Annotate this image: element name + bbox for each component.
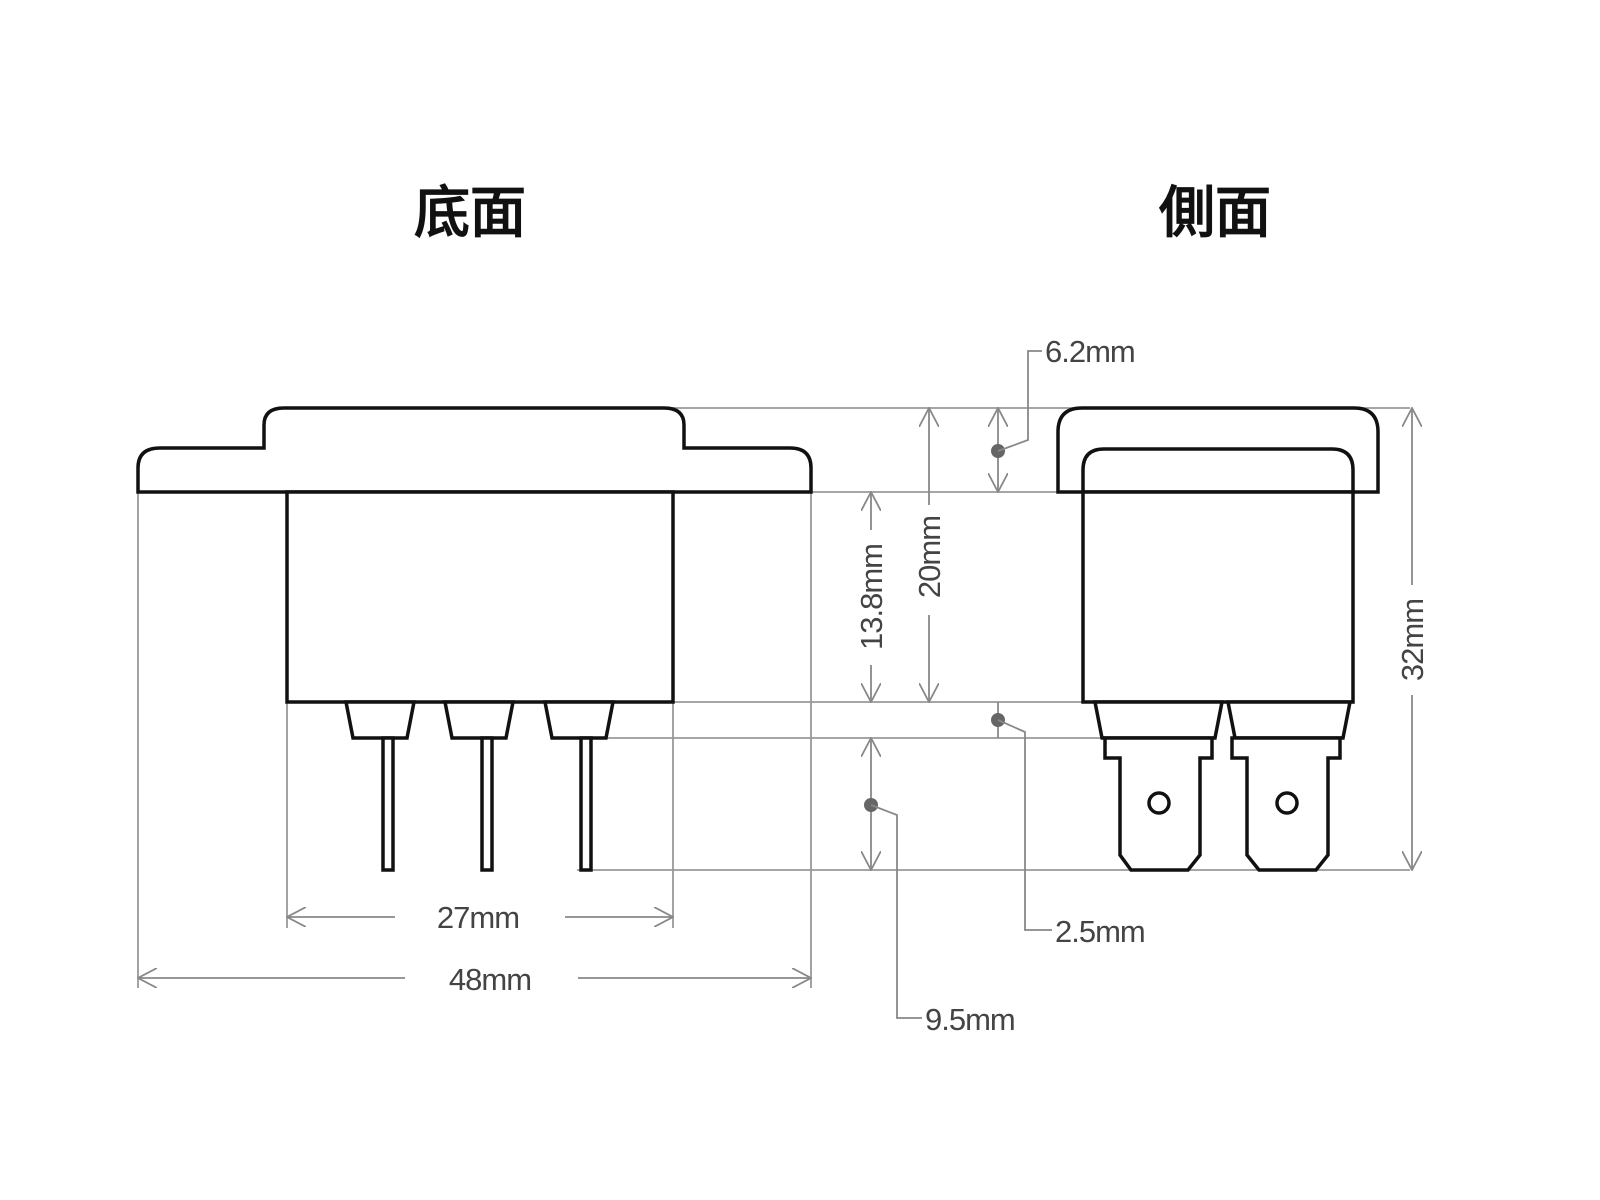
dim-20mm-label: 20mm — [912, 516, 947, 598]
dim-48mm-label: 48mm — [449, 962, 531, 997]
bottom-view-switch — [136, 406, 813, 872]
side-view-switch — [1056, 406, 1380, 872]
dim-27mm-label: 27mm — [437, 900, 519, 935]
dim-6-2mm-label: 6.2mm — [1045, 334, 1135, 369]
dim-2-5mm-label: 2.5mm — [1055, 914, 1145, 949]
dim-9-5mm-label: 9.5mm — [925, 1002, 1015, 1037]
side-view-title: 側面 — [1158, 181, 1271, 246]
dim-13-8mm-label: 13.8mm — [854, 544, 889, 650]
dim-32mm-label: 32mm — [1395, 599, 1430, 681]
bottom-view-title: 底面 — [414, 181, 526, 246]
